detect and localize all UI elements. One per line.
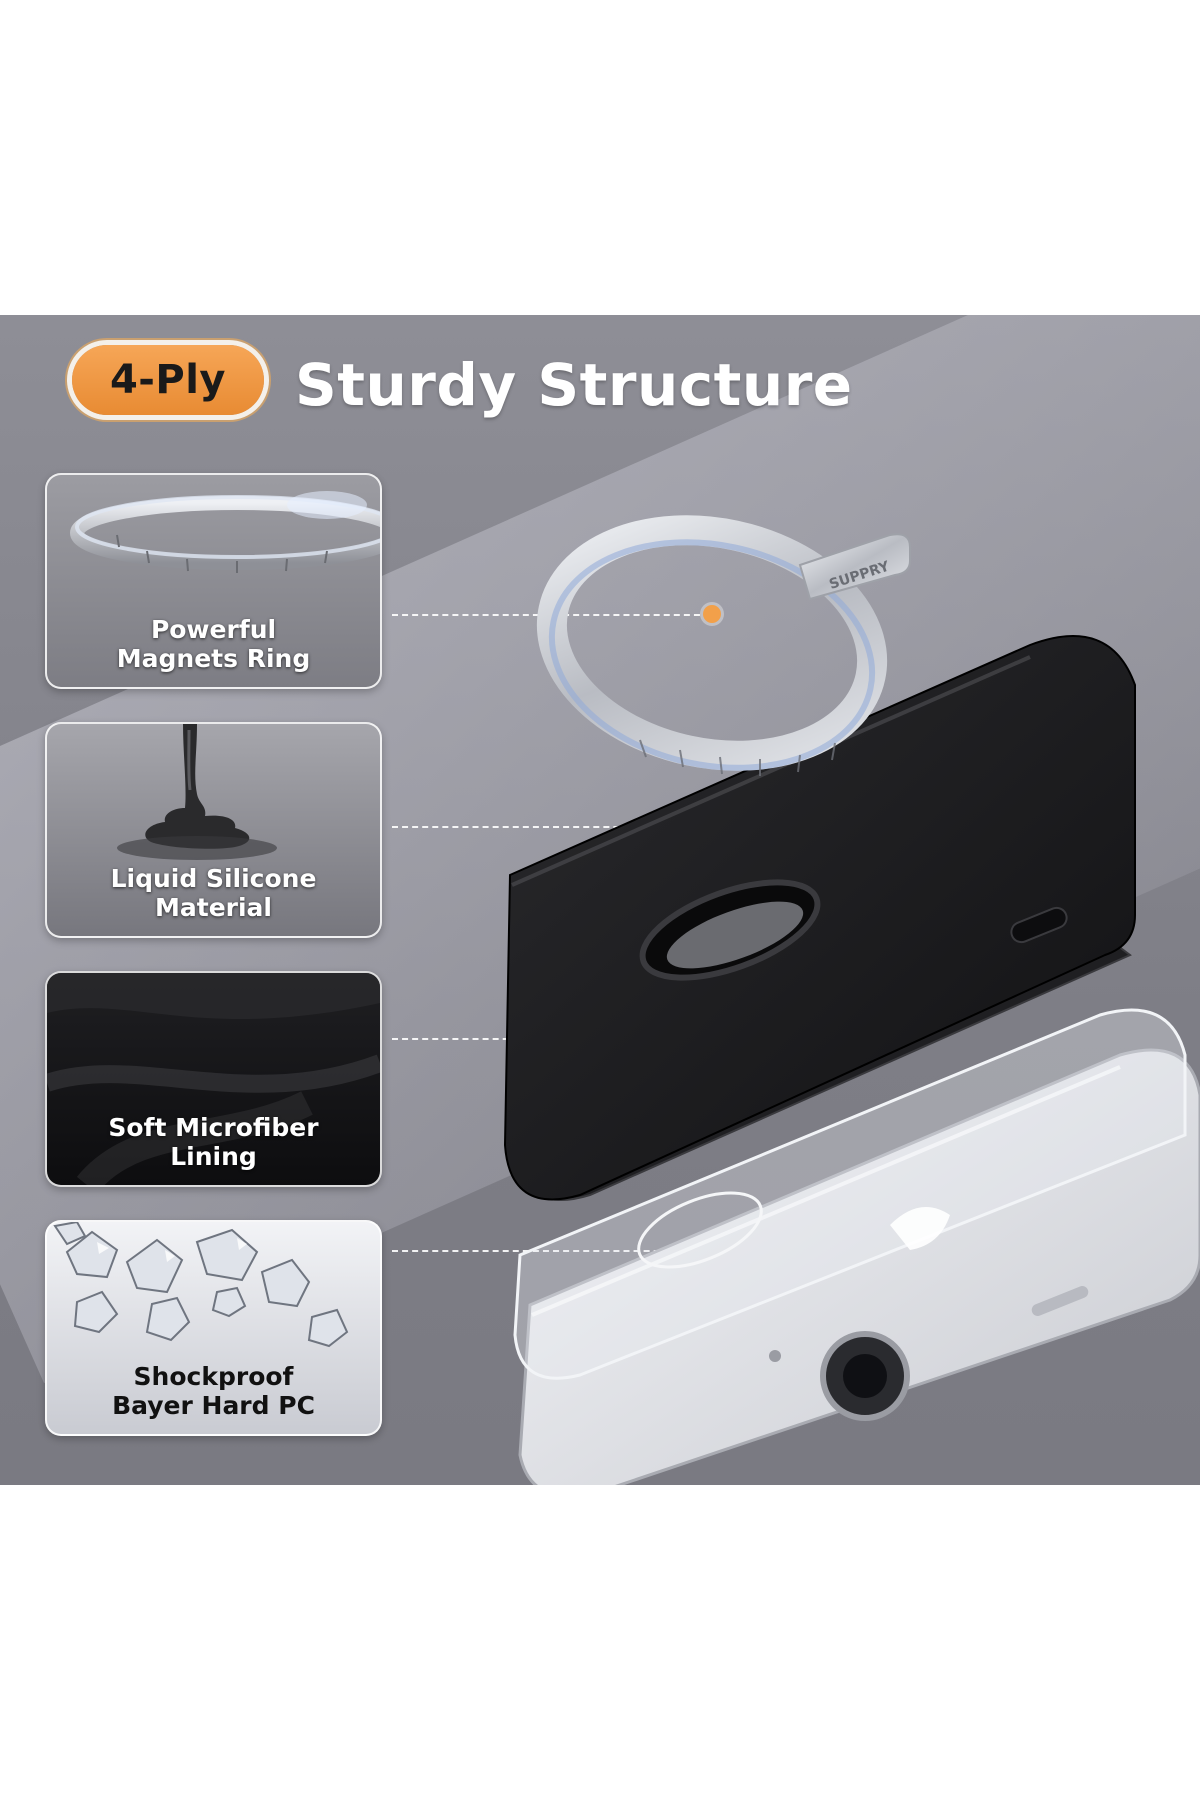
layer-label-microfiber: Soft Microfiber Lining xyxy=(47,1113,380,1171)
layer-label-line: Lining xyxy=(170,1142,257,1171)
layer-label-line: Liquid Silicone xyxy=(110,864,317,893)
connector-line-hard-pc xyxy=(392,1250,710,1252)
magnet-ring-image xyxy=(70,491,380,573)
layer-label-line: Powerful xyxy=(150,615,277,644)
liquid-silicone-image xyxy=(117,724,277,860)
silicone-case xyxy=(503,635,1136,1201)
layer-card-hard-pc: Shockproof Bayer Hard PC xyxy=(45,1220,382,1436)
exploded-phone-case-illustration: SUPPRY xyxy=(503,515,1200,1485)
microfiber-fabric-image xyxy=(47,973,380,1185)
ply-badge: 4-Ply xyxy=(72,345,264,415)
layer-card-microfiber: Soft Microfiber Lining xyxy=(45,971,382,1187)
crystal-shards-image xyxy=(53,1222,349,1348)
layer-label-line: Bayer Hard PC xyxy=(112,1391,315,1420)
connector-dot-magnets xyxy=(703,605,721,623)
layer-label-line: Soft Microfiber xyxy=(108,1113,319,1142)
layer-label-line: Shockproof xyxy=(133,1362,294,1391)
layer-label-magnets: Powerful Magnets Ring xyxy=(47,615,380,673)
layer-card-magnets: Powerful Magnets Ring xyxy=(45,473,382,689)
clear-pc-shell xyxy=(513,1008,1187,1380)
layer-label-line: Magnets Ring xyxy=(116,644,311,673)
magnet-ring: SUPPRY xyxy=(536,515,911,776)
layer-label-line: Material xyxy=(155,893,272,922)
layer-card-silicone: Liquid Silicone Material xyxy=(45,722,382,938)
infographic-panel: 4-Ply Sturdy Structure xyxy=(0,315,1200,1485)
layer-label-hard-pc: Shockproof Bayer Hard PC xyxy=(47,1362,380,1420)
phone-body xyxy=(518,1048,1200,1485)
ply-badge-label: 4-Ply xyxy=(109,357,227,403)
headline-title: Sturdy Structure xyxy=(295,351,853,419)
layer-label-silicone: Liquid Silicone Material xyxy=(47,864,380,922)
connector-line-silicone xyxy=(392,826,710,828)
